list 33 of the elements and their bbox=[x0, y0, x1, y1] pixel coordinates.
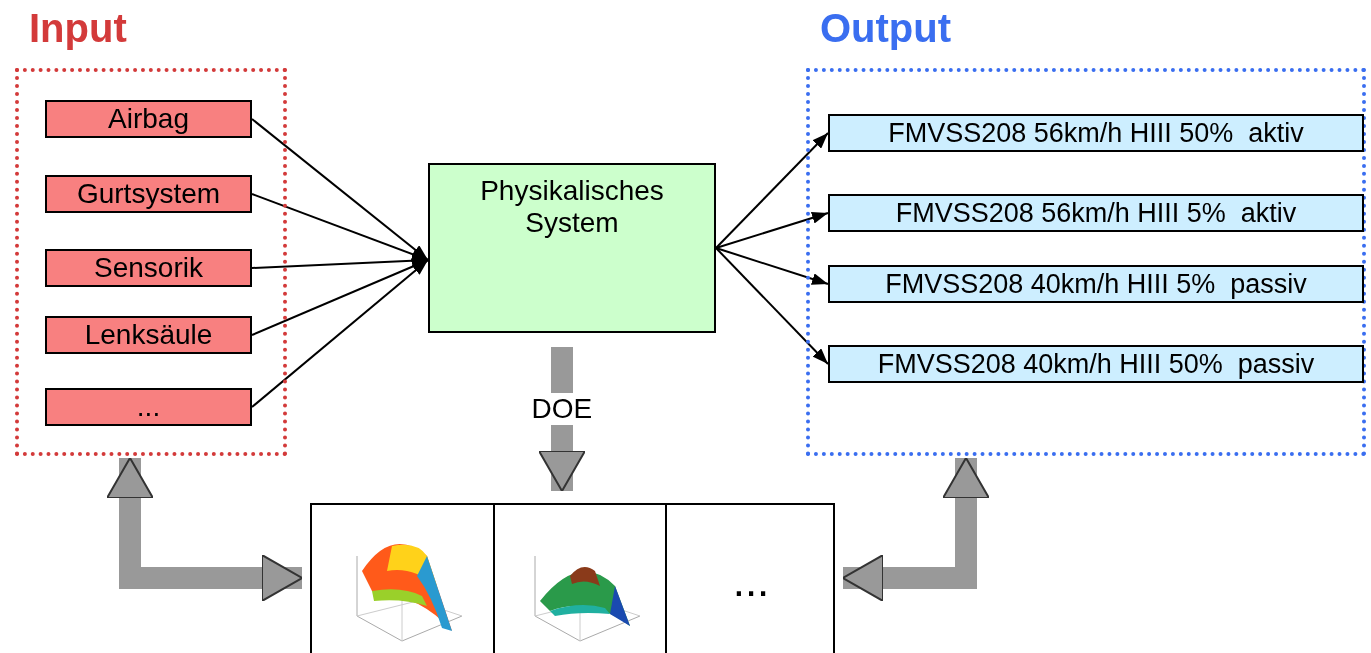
input-box bbox=[45, 100, 252, 138]
block-arrow bbox=[106, 457, 303, 602]
node-text: FMVSS208 40km/h HIII 5% passiv bbox=[885, 268, 1307, 300]
result-panel bbox=[310, 503, 835, 653]
node-text: Gurtsystem bbox=[76, 178, 221, 210]
node-text: Lenksäule bbox=[84, 319, 213, 351]
group-heading: Output bbox=[820, 6, 952, 51]
node-text: ... bbox=[136, 391, 161, 423]
node-text: FMVSS208 40km/h HIII 50% passiv bbox=[877, 348, 1315, 380]
node-text: Sensorik bbox=[94, 252, 203, 284]
arrow bbox=[715, 247, 829, 365]
node-text: FMVSS208 56km/h HIII 5% aktiv bbox=[895, 197, 1297, 229]
arrow bbox=[251, 259, 429, 408]
arrow bbox=[251, 118, 429, 261]
output-box bbox=[828, 345, 1364, 383]
node-text: FMVSS208 56km/h HIII 50% aktiv bbox=[888, 117, 1304, 149]
block-arrow bbox=[842, 457, 990, 602]
arrow bbox=[715, 212, 829, 249]
input-box bbox=[45, 249, 252, 287]
output-box bbox=[828, 194, 1364, 232]
ellipsis-text: ... bbox=[732, 555, 770, 606]
output-box bbox=[828, 265, 1364, 303]
node-text: Airbag bbox=[108, 103, 189, 135]
arrow bbox=[715, 132, 829, 249]
input-box bbox=[45, 175, 252, 213]
node-text: Physikalisches System bbox=[479, 175, 665, 239]
output-box bbox=[828, 114, 1364, 152]
block-arrow bbox=[538, 347, 586, 492]
input-box bbox=[45, 388, 252, 426]
group-heading: Input bbox=[29, 6, 127, 51]
input-box bbox=[45, 316, 252, 354]
arrow bbox=[715, 247, 829, 285]
process-box bbox=[428, 163, 716, 333]
